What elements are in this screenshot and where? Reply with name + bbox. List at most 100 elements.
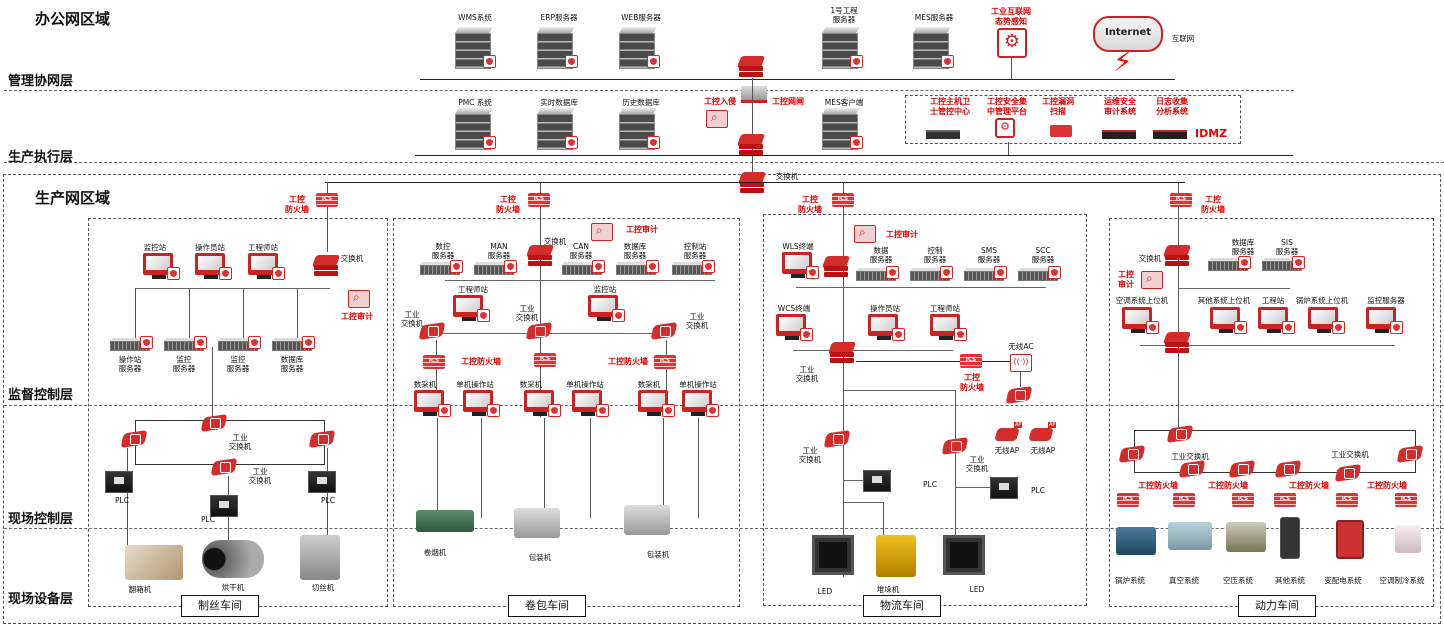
- switch-icon[interactable]: [827, 342, 857, 364]
- flat-server[interactable]: [163, 336, 207, 351]
- flat-server[interactable]: [473, 260, 517, 275]
- monitor-station[interactable]: [248, 253, 285, 283]
- flat-server[interactable]: [419, 260, 463, 275]
- power-distribution-system[interactable]: [1336, 520, 1364, 559]
- switch-icon[interactable]: [1162, 332, 1192, 354]
- wireless-ap-icon[interactable]: [994, 428, 1020, 441]
- router-icon[interactable]: [736, 134, 766, 156]
- led-display[interactable]: [812, 535, 854, 575]
- flat-server[interactable]: [1017, 266, 1061, 281]
- industrial-switch-icon[interactable]: [525, 322, 553, 340]
- server-wms[interactable]: [455, 27, 496, 69]
- industrial-switch-icon[interactable]: [1274, 460, 1302, 478]
- industrial-switch-icon[interactable]: [1334, 464, 1362, 482]
- monitor-station[interactable]: [868, 314, 905, 344]
- flat-server[interactable]: [671, 260, 715, 275]
- server-engineering[interactable]: [822, 27, 863, 69]
- industrial-switch-icon[interactable]: [210, 458, 238, 476]
- wireless-ac-icon[interactable]: ((·)): [1010, 354, 1032, 372]
- monitor-station[interactable]: [143, 253, 180, 283]
- monitor-station[interactable]: [453, 295, 490, 325]
- air-compressor-system[interactable]: [1226, 522, 1266, 552]
- server-mes-client[interactable]: [822, 108, 863, 150]
- audit-icon[interactable]: [854, 225, 876, 243]
- firewall-icon[interactable]: ICS: [654, 355, 676, 369]
- gear-icon[interactable]: ⚙: [995, 118, 1015, 138]
- monitor-terminal[interactable]: [782, 252, 819, 282]
- switch-icon[interactable]: [525, 245, 555, 267]
- monitor-station[interactable]: [682, 390, 719, 420]
- audit-icon[interactable]: [348, 290, 370, 308]
- industrial-switch-icon[interactable]: [941, 437, 969, 455]
- flat-server[interactable]: [855, 266, 899, 281]
- monitor-station[interactable]: [1366, 307, 1403, 337]
- firewall-icon[interactable]: ICS: [1274, 493, 1296, 507]
- monitor-station[interactable]: [195, 253, 232, 283]
- plc-icon[interactable]: [105, 471, 133, 493]
- flat-server[interactable]: [909, 266, 953, 281]
- flat-server[interactable]: [271, 336, 315, 351]
- audit-icon[interactable]: [1141, 271, 1163, 289]
- monitor-station[interactable]: [588, 295, 625, 325]
- led-display[interactable]: [943, 535, 985, 575]
- industrial-switch-icon[interactable]: [1178, 460, 1206, 478]
- monitor-station[interactable]: [1210, 307, 1247, 337]
- flat-server[interactable]: [1261, 256, 1305, 271]
- ids-icon[interactable]: [706, 110, 728, 128]
- gatekeeper-icon[interactable]: [741, 86, 767, 103]
- industrial-switch-icon[interactable]: [1005, 386, 1033, 404]
- firewall-icon[interactable]: ICS: [1173, 493, 1195, 507]
- industrial-switch-icon[interactable]: [1396, 445, 1424, 463]
- server-history-db[interactable]: [619, 108, 660, 150]
- audit-device[interactable]: [1102, 130, 1136, 139]
- firewall-icon[interactable]: ICS: [1336, 493, 1358, 507]
- flat-server[interactable]: [615, 260, 659, 275]
- firewall-icon[interactable]: ICS: [534, 353, 556, 367]
- monitor-station[interactable]: [638, 390, 675, 420]
- monitor-station[interactable]: [524, 390, 561, 420]
- firewall-icon[interactable]: ICS: [528, 193, 550, 207]
- cutter-machine[interactable]: [300, 535, 340, 580]
- internet-cloud[interactable]: Internet: [1093, 16, 1163, 52]
- server-mes[interactable]: [913, 27, 954, 69]
- workshop-label-logistics[interactable]: 物流车间: [863, 595, 941, 617]
- firewall-icon[interactable]: ICS: [1117, 493, 1139, 507]
- vuln-scanner-icon[interactable]: [1050, 125, 1072, 137]
- monitor-station[interactable]: [1122, 307, 1159, 337]
- vacuum-system[interactable]: [1168, 522, 1212, 550]
- industrial-switch-icon[interactable]: [120, 430, 148, 448]
- server-erp[interactable]: [537, 27, 578, 69]
- switch-icon[interactable]: [1162, 245, 1192, 267]
- monitor-station[interactable]: [930, 314, 967, 344]
- stacker-crane[interactable]: [876, 535, 916, 577]
- flat-server[interactable]: [1207, 256, 1251, 271]
- industrial-switch-icon[interactable]: [1228, 460, 1256, 478]
- workshop-label-power[interactable]: 动力车间: [1238, 595, 1316, 617]
- server-web[interactable]: [619, 27, 660, 69]
- host-guard-device[interactable]: [926, 130, 960, 139]
- industrial-switch-icon[interactable]: [1166, 425, 1194, 443]
- unpacker-machine[interactable]: [125, 545, 183, 580]
- industrial-switch-icon[interactable]: [308, 430, 336, 448]
- plc-icon[interactable]: [863, 470, 891, 492]
- workshop-label-silk[interactable]: 制丝车间: [181, 595, 259, 617]
- monitor-station[interactable]: [463, 390, 500, 420]
- audit-icon[interactable]: [591, 223, 613, 241]
- industrial-switch-icon[interactable]: [418, 322, 446, 340]
- boiler-system[interactable]: [1116, 527, 1156, 555]
- industrial-switch-icon[interactable]: [650, 322, 678, 340]
- wireless-ap-icon[interactable]: [1028, 428, 1054, 441]
- firewall-icon[interactable]: ICS: [1170, 193, 1192, 207]
- other-system[interactable]: [1280, 517, 1300, 559]
- flat-server[interactable]: [561, 260, 605, 275]
- firewall-icon[interactable]: ICS: [832, 193, 854, 207]
- log-device[interactable]: [1153, 130, 1187, 139]
- firewall-icon[interactable]: ICS: [1232, 493, 1254, 507]
- server-pmc[interactable]: [455, 108, 496, 150]
- server-realtime-db[interactable]: [537, 108, 578, 150]
- firewall-icon[interactable]: ICS: [1395, 493, 1417, 507]
- monitor-terminal[interactable]: [776, 314, 813, 344]
- firewall-icon[interactable]: ICS: [960, 354, 982, 368]
- flat-server[interactable]: [217, 336, 261, 351]
- monitor-station[interactable]: [572, 390, 609, 420]
